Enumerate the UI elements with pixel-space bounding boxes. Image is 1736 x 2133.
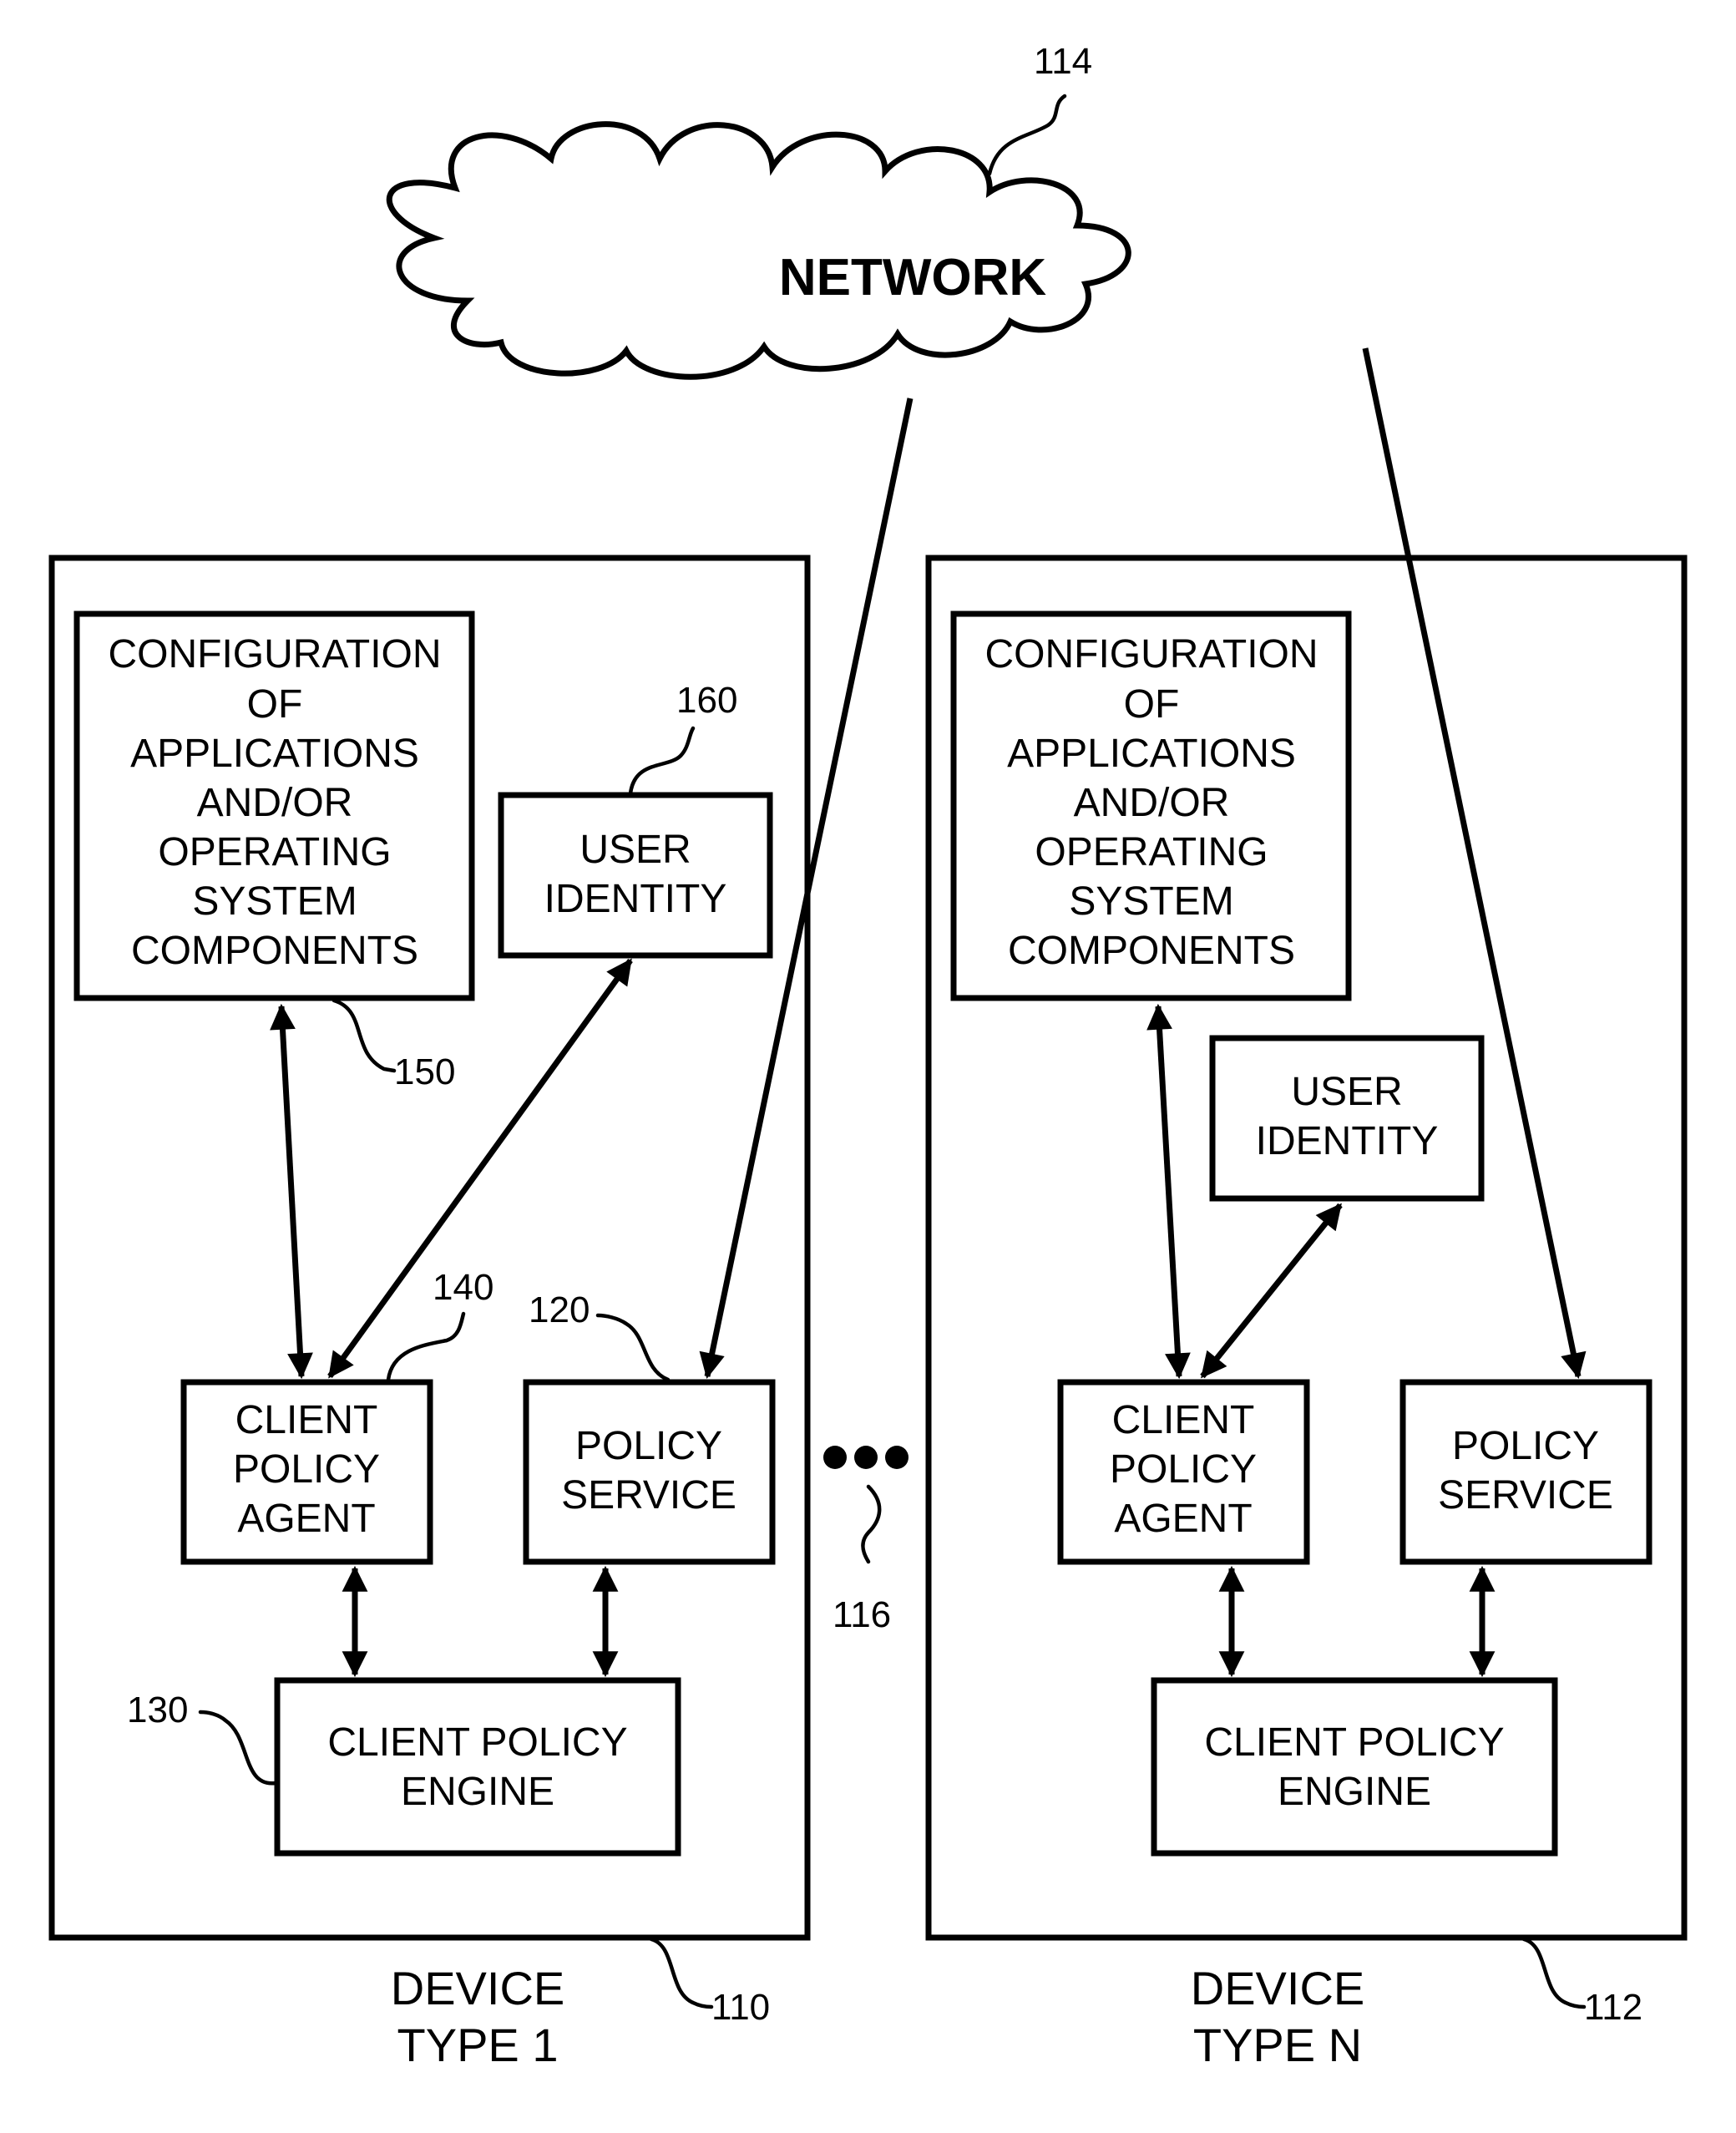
user-identity-box-1-frame: [501, 795, 770, 955]
client-policy-engine-1-ref-leader: [200, 1712, 276, 1783]
device-1-caption-line-2: TYPE 1: [397, 2019, 559, 2071]
user-identity-box-n-frame: [1212, 1038, 1481, 1198]
policy-service-box-1: POLICY SERVICE: [526, 1382, 772, 1562]
config-1-line-6: SYSTEM: [192, 879, 357, 924]
device-1-caption-line-1: DEVICE: [391, 1962, 565, 2014]
network-ref-leader: [989, 96, 1065, 174]
policy-service-1-ref-label: 120: [529, 1289, 590, 1330]
user-identity-1-line-1: USER: [580, 828, 691, 872]
config-box-n: CONFIGURATION OF APPLICATIONS AND/OR OPE…: [954, 614, 1349, 998]
config-1-ref-label: 150: [394, 1051, 455, 1092]
client-policy-agent-box-1: CLIENT POLICY AGENT: [184, 1382, 430, 1562]
policy-service-1-line-1: POLICY: [575, 1424, 722, 1468]
config-n-line-4: AND/OR: [1074, 781, 1230, 825]
policy-service-1-line-2: SERVICE: [561, 1473, 736, 1517]
config-1-line-7: COMPONENTS: [131, 929, 418, 973]
config-n-line-5: OPERATING: [1035, 830, 1268, 874]
policy-service-box-1-frame: [526, 1382, 772, 1562]
config-n-line-6: SYSTEM: [1069, 879, 1233, 924]
device-1-ref-leader: [651, 1939, 711, 2007]
ellipsis-ref-label: 116: [833, 1594, 891, 1635]
client-policy-engine-1-line-2: ENGINE: [401, 1770, 554, 1814]
client-policy-agent-n-line-2: POLICY: [1110, 1447, 1257, 1492]
client-policy-engine-n-line-1: CLIENT POLICY: [1204, 1720, 1504, 1765]
client-policy-agent-1-line-2: POLICY: [233, 1447, 380, 1492]
policy-service-1-ref-leader: [598, 1315, 668, 1380]
client-policy-engine-1-line-1: CLIENT POLICY: [327, 1720, 627, 1765]
config-1-line-1: CONFIGURATION: [108, 632, 441, 676]
policy-service-box-n: POLICY SERVICE: [1403, 1382, 1649, 1562]
device-n-ref-label: 112: [1584, 1987, 1642, 2028]
user-identity-1-line-2: IDENTITY: [544, 877, 727, 921]
network-label: NETWORK: [779, 249, 1047, 307]
user-identity-box-1: USER IDENTITY: [501, 795, 770, 955]
config-1-line-4: AND/OR: [197, 781, 353, 825]
user-identity-n-line-2: IDENTITY: [1256, 1119, 1439, 1163]
user-identity-n-line-1: USER: [1291, 1070, 1402, 1114]
client-policy-agent-1-line-3: AGENT: [237, 1497, 375, 1541]
ellipsis-dot-1: [823, 1446, 847, 1469]
config-1-line-2: OF: [247, 682, 303, 727]
user-identity-1-ref-leader: [630, 728, 693, 793]
client-policy-agent-box-n: CLIENT POLICY AGENT: [1060, 1382, 1307, 1562]
network-cloud: NETWORK 114: [389, 41, 1128, 377]
config-n-line-7: COMPONENTS: [1008, 929, 1295, 973]
client-policy-engine-box-n-frame: [1154, 1680, 1555, 1853]
device-n-caption-line-1: DEVICE: [1191, 1962, 1365, 2014]
device-n-ref-leader: [1524, 1939, 1584, 2007]
config-1-line-5: OPERATING: [158, 830, 391, 874]
user-identity-box-n: USER IDENTITY: [1212, 1038, 1481, 1198]
client-policy-engine-1-ref-label: 130: [127, 1690, 188, 1730]
policy-service-box-n-frame: [1403, 1382, 1649, 1562]
config-agent-connector-n: [1158, 1006, 1179, 1376]
ellipsis-dot-2: [854, 1446, 878, 1469]
user-identity-1-ref-label: 160: [676, 680, 737, 721]
config-1-line-3: APPLICATIONS: [130, 732, 419, 776]
network-to-policy-service-n-arrow: [1365, 348, 1578, 1376]
ellipsis-ref-leader: [863, 1487, 879, 1562]
config-1-ref-leader: [334, 1001, 394, 1071]
device-n-caption-line-2: TYPE N: [1193, 2019, 1362, 2071]
config-n-line-3: APPLICATIONS: [1007, 732, 1296, 776]
client-policy-engine-box-1-frame: [277, 1680, 678, 1853]
identity-agent-connector-n: [1202, 1205, 1340, 1376]
client-policy-engine-n-line-2: ENGINE: [1278, 1770, 1431, 1814]
config-n-line-1: CONFIGURATION: [984, 632, 1318, 676]
config-agent-connector-1: [281, 1006, 301, 1376]
ellipsis-more-devices: 116: [823, 1446, 908, 1635]
client-policy-engine-box-n: CLIENT POLICY ENGINE: [1154, 1680, 1555, 1853]
policy-service-n-line-2: SERVICE: [1438, 1473, 1613, 1517]
device-type-1: CONFIGURATION OF APPLICATIONS AND/OR OPE…: [52, 558, 807, 2071]
policy-service-n-line-1: POLICY: [1452, 1424, 1599, 1468]
network-ref-label: 114: [1034, 41, 1092, 82]
client-policy-agent-n-line-1: CLIENT: [1112, 1398, 1255, 1442]
config-box-1: CONFIGURATION OF APPLICATIONS AND/OR OPE…: [77, 614, 472, 998]
client-policy-engine-box-1: CLIENT POLICY ENGINE: [277, 1680, 678, 1853]
client-policy-agent-n-line-3: AGENT: [1114, 1497, 1252, 1541]
device-type-n: CONFIGURATION OF APPLICATIONS AND/OR OPE…: [929, 558, 1684, 2071]
client-policy-agent-1-ref-label: 140: [433, 1267, 493, 1308]
client-policy-agent-1-line-1: CLIENT: [235, 1398, 378, 1442]
ellipsis-dot-3: [885, 1446, 908, 1469]
config-n-line-2: OF: [1124, 682, 1180, 727]
client-policy-agent-1-ref-leader: [388, 1314, 463, 1380]
device-1-ref-label: 110: [711, 1987, 770, 2028]
